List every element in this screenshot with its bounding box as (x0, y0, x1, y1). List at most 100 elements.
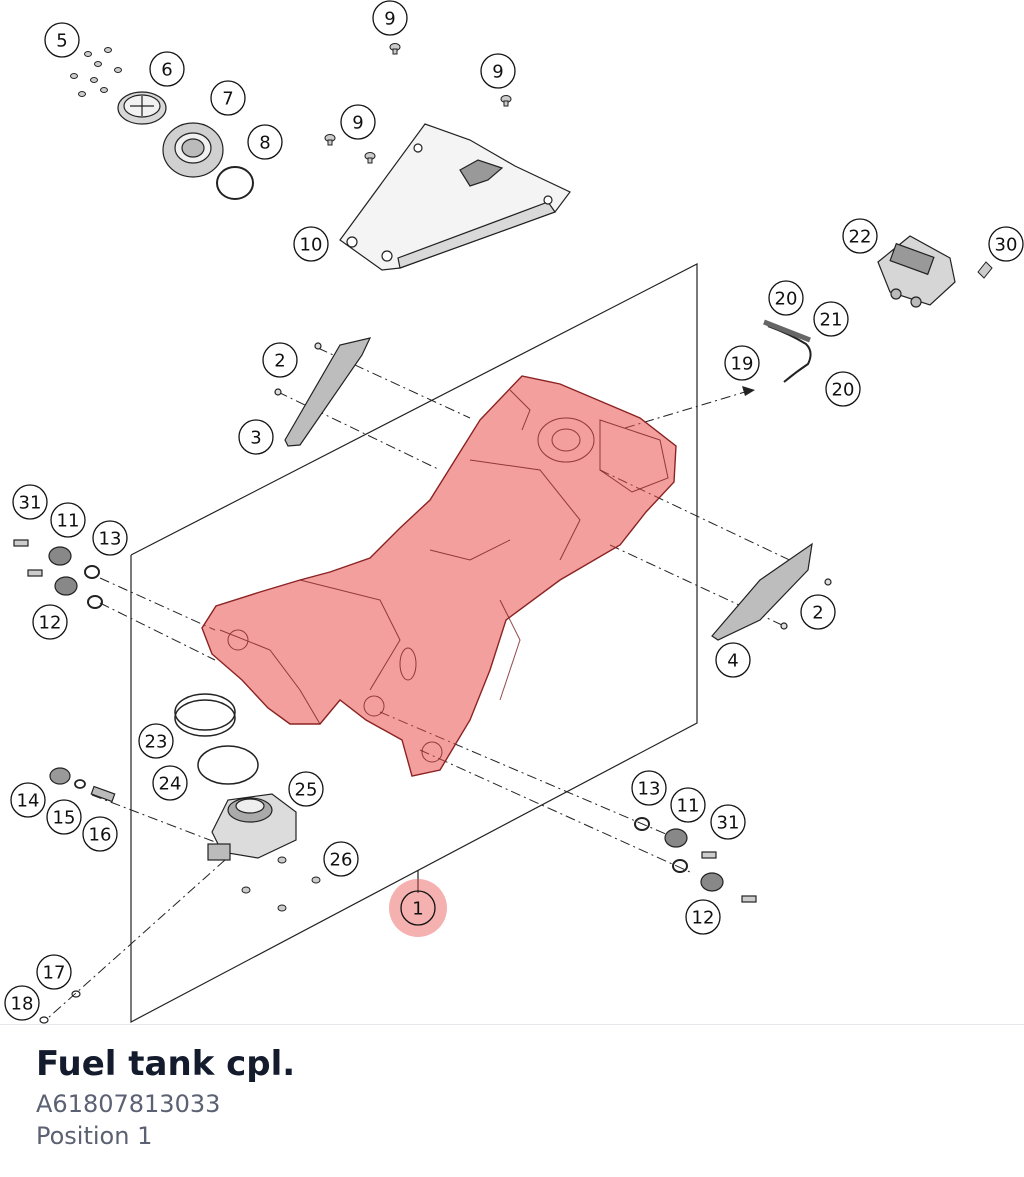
callout-12[interactable]: 12 (32, 604, 68, 640)
callout-13[interactable]: 13 (92, 520, 128, 556)
callout-label: 21 (820, 310, 843, 331)
assembly-frame (130, 263, 698, 1023)
callout-10[interactable]: 10 (293, 226, 329, 262)
callout-circle (82, 816, 118, 852)
callout-label: 10 (300, 235, 323, 256)
callout-2[interactable]: 2 (800, 594, 836, 630)
part-name: Fuel tank cpl. (36, 1044, 296, 1084)
callout-label: 9 (384, 9, 395, 30)
callout-label: 30 (995, 235, 1018, 256)
callout-label: 13 (99, 529, 122, 550)
callout-6[interactable]: 6 (149, 51, 185, 87)
callout-circle (288, 771, 324, 807)
callout-label: 3 (250, 428, 261, 449)
callout-19[interactable]: 19 (724, 345, 760, 381)
callout-label: 9 (492, 62, 503, 83)
callout-label: 7 (222, 89, 233, 110)
screws-26 (241, 856, 321, 912)
callout-label: 9 (352, 113, 363, 134)
callout-26[interactable]: 26 (323, 841, 359, 877)
callout-9[interactable]: 9 (340, 104, 376, 140)
fuel-hose-20-21 (763, 319, 812, 383)
callout-21[interactable]: 21 (813, 301, 849, 337)
callout-5[interactable]: 5 (44, 22, 80, 58)
callout-circle (715, 642, 751, 678)
callout-label: 23 (145, 732, 168, 753)
exploded-parts-diagram: 5678999102230202119202331111312242324251… (4, 0, 1024, 1024)
callout-20[interactable]: 20 (768, 280, 804, 316)
callout-label: 20 (775, 289, 798, 310)
callout-circle (46, 799, 82, 835)
callout-circle (152, 765, 188, 801)
callout-3[interactable]: 3 (238, 419, 274, 455)
callout-9[interactable]: 9 (480, 53, 516, 89)
callout-circle (149, 51, 185, 87)
callout-circle (724, 345, 760, 381)
callout-13[interactable]: 13 (631, 770, 667, 806)
small-screws-5 (70, 47, 122, 97)
callout-label: 17 (43, 963, 66, 984)
sensor-module-22 (877, 235, 956, 308)
callout-circle (262, 342, 298, 378)
callout-circle (138, 723, 174, 759)
callout-7[interactable]: 7 (210, 80, 246, 116)
callout-11[interactable]: 11 (670, 787, 706, 823)
filler-flange-7 (162, 122, 224, 178)
callout-circle (10, 782, 46, 818)
callout-31[interactable]: 31 (12, 484, 48, 520)
callout-label: 12 (692, 908, 715, 929)
part-caption: Fuel tank cpl. A61807813033 Position 1 (36, 1040, 988, 1152)
tank-cover-plate-10 (339, 123, 571, 271)
callout-label: 15 (53, 808, 76, 829)
callout-label: 11 (677, 796, 700, 817)
callout-18[interactable]: 18 (4, 985, 40, 1021)
bracket-left-2 (274, 337, 372, 447)
callout-20[interactable]: 20 (825, 371, 861, 407)
callout-circle (32, 604, 68, 640)
callout-circle (825, 371, 861, 407)
o-ring-8 (216, 166, 254, 200)
callout-circle (768, 280, 804, 316)
callout-label: 31 (717, 813, 740, 834)
callout-circle (631, 770, 667, 806)
callout-circle (4, 985, 40, 1021)
callout-23[interactable]: 23 (138, 723, 174, 759)
callout-30[interactable]: 30 (988, 226, 1024, 262)
callout-22[interactable]: 22 (842, 218, 878, 254)
callout-17[interactable]: 17 (36, 954, 72, 990)
bracket-right-4 (711, 542, 832, 641)
callout-8[interactable]: 8 (247, 124, 283, 160)
washers-17-18 (39, 990, 81, 1024)
part-number: A61807813033 (36, 1090, 221, 1118)
callout-label: 2 (812, 603, 823, 624)
callout-14[interactable]: 14 (10, 782, 46, 818)
callout-label: 22 (849, 227, 872, 248)
callout-label: 26 (330, 850, 353, 871)
callout-label: 13 (638, 779, 661, 800)
callout-circle (670, 787, 706, 823)
callout-31[interactable]: 31 (710, 804, 746, 840)
callout-15[interactable]: 15 (46, 799, 82, 835)
callout-1[interactable]: 1 (400, 890, 436, 926)
callout-circle (12, 484, 48, 520)
callout-2[interactable]: 2 (262, 342, 298, 378)
callout-label: 2 (274, 351, 285, 372)
callout-12[interactable]: 12 (685, 899, 721, 935)
callout-label: 8 (259, 133, 270, 154)
callout-9[interactable]: 9 (372, 0, 408, 36)
callout-11[interactable]: 11 (50, 502, 86, 538)
callout-circle (238, 419, 274, 455)
callout-4[interactable]: 4 (715, 642, 751, 678)
callout-25[interactable]: 25 (288, 771, 324, 807)
caption-divider (0, 1024, 1024, 1025)
pump-seals-23-24 (174, 693, 259, 785)
callout-label: 24 (159, 774, 182, 795)
callout-24[interactable]: 24 (152, 765, 188, 801)
callout-circle (92, 520, 128, 556)
fuel-tank-highlighted[interactable] (201, 375, 677, 937)
filler-cap-6 (117, 91, 167, 125)
callout-label: 31 (19, 493, 42, 514)
callout-16[interactable]: 16 (82, 816, 118, 852)
callout-label: 14 (17, 791, 40, 812)
